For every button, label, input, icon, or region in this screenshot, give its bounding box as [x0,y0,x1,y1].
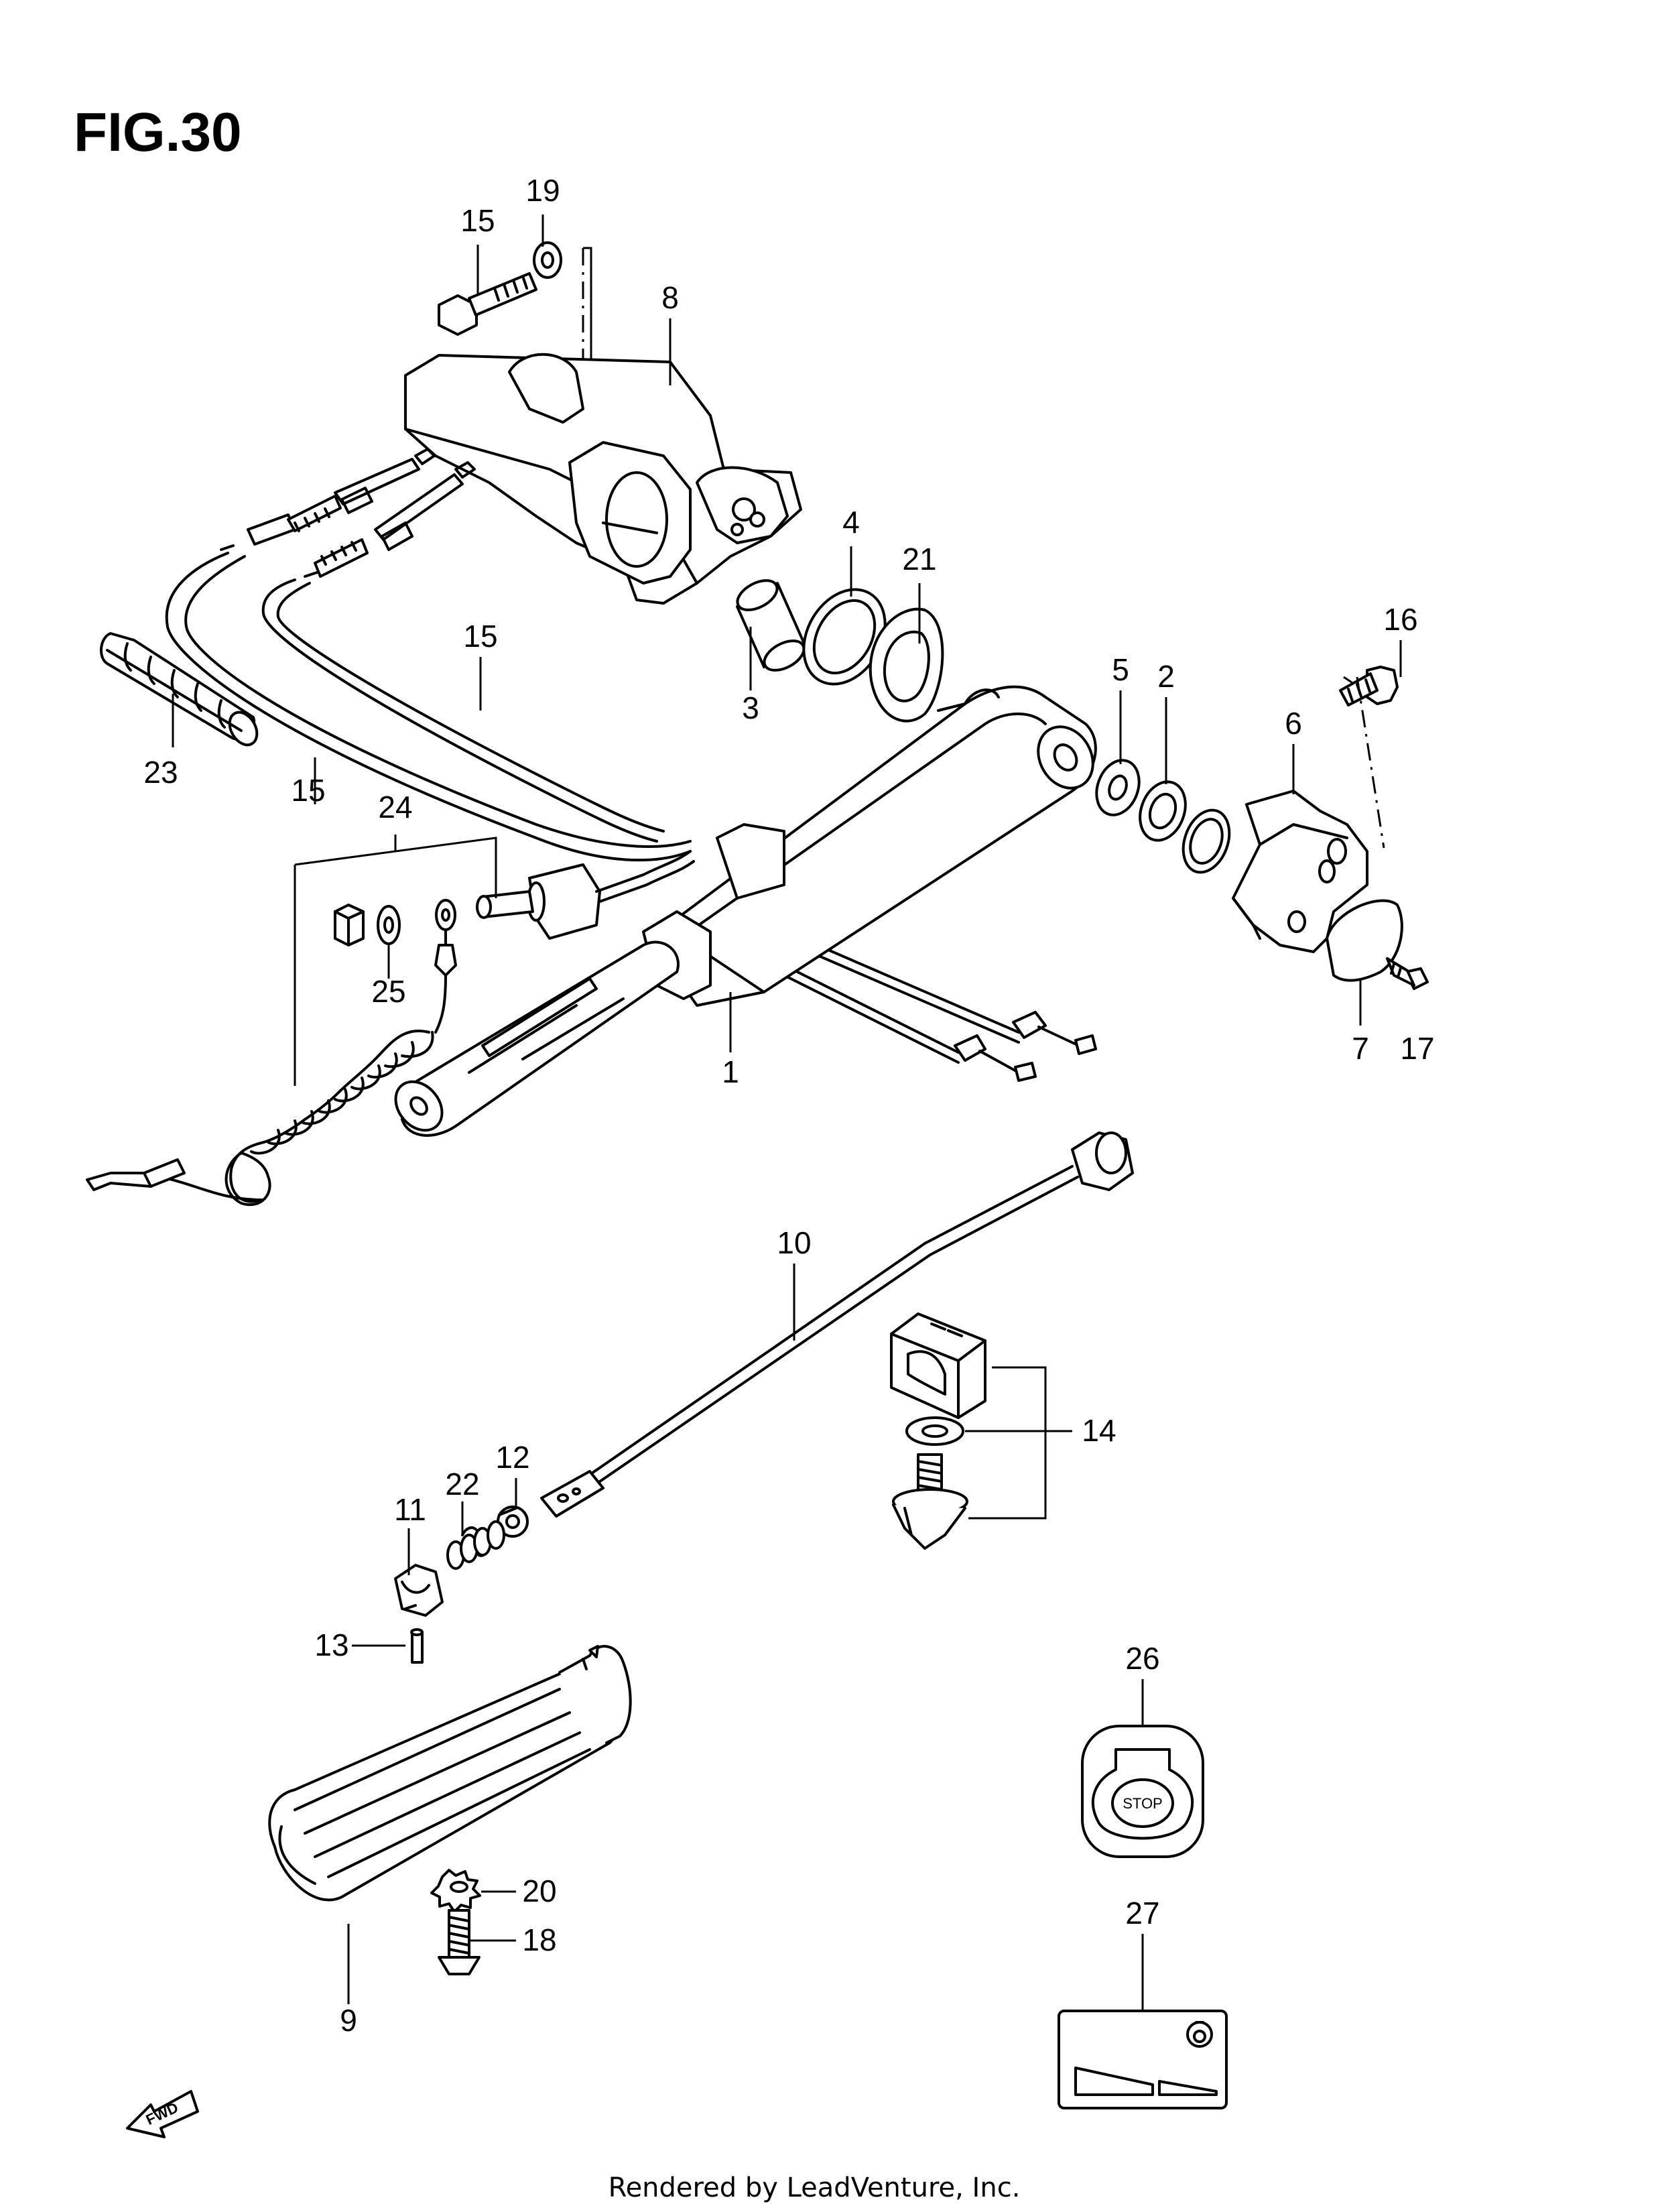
figure-title: FIG.30 [74,102,242,163]
callout-8: 8 [661,280,679,315]
part-26-washer[interactable] [377,905,401,945]
part-9-throttle-grip[interactable] [268,1645,632,1902]
part-3-bushing[interactable] [732,574,808,676]
part-6-pivot-cover[interactable] [1232,790,1368,953]
callout-5: 5 [1112,652,1129,687]
part-2b-washer[interactable] [1175,804,1238,879]
leader-lines [172,214,1402,2011]
part-7-cover-plate[interactable] [1326,899,1403,982]
part-25-nut[interactable] [334,904,365,946]
part-19-screw[interactable] [438,1909,481,1975]
callout-9: 9 [340,2003,357,2038]
callout-13: 13 [314,1627,348,1662]
callout-6: 6 [1285,706,1302,741]
callout-14: 14 [1082,1413,1116,1448]
part-28-throttle-label[interactable] [1058,2010,1228,2109]
part-24-cable-grip[interactable] [99,632,263,750]
callout-3: 3 [742,690,759,725]
stop-text: STOP [1123,1795,1163,1812]
callout-12: 12 [495,1440,529,1475]
dash-axis-17 [1356,676,1385,849]
callout-7: 7 [1352,1031,1369,1066]
callout-20: 19 [525,173,560,208]
callout-28: 27 [1125,1896,1159,1930]
part-25-lanyard[interactable] [86,899,457,1207]
callout-22: 21 [902,542,936,576]
part-14-friction-block[interactable] [890,1312,986,1419]
dash-guide-17 [1343,676,1354,685]
callout-26: 25 [371,974,405,1009]
callout-21: 20 [522,1873,556,1908]
part-5-washer[interactable] [1089,754,1146,820]
part-12-collar[interactable] [497,1506,529,1538]
part-20-washer[interactable] [533,241,562,279]
bracket-14 [965,1366,1072,1520]
callout-15-lower: 15 [291,773,325,808]
callout-18: 17 [1400,1031,1434,1066]
callout-27: 26 [1125,1641,1159,1676]
part-8-tiller-bracket[interactable] [404,353,802,605]
part-4-washer[interactable] [787,575,901,699]
part-17-bolt[interactable] [1339,666,1399,706]
callout-10: 10 [777,1225,811,1260]
callout-4: 4 [842,505,860,540]
callout-19: 18 [522,1922,556,1957]
callout-25: 24 [378,790,412,824]
part-2-bushing[interactable] [1133,776,1194,847]
callout-2: 2 [1157,659,1175,694]
part-1-tiller-handle[interactable] [386,685,1104,1140]
fwd-arrow-icon: FWD [126,2090,199,2138]
part-27-stop-plate[interactable]: STOP [1081,1725,1204,1858]
part-11-nut[interactable] [394,1564,444,1617]
dash-guide-20 [583,247,592,409]
callout-23: 22 [445,1467,479,1501]
callout-15-upper: 15 [463,619,497,654]
footer-credit: Rendered by LeadVenture, Inc. [609,2172,1021,2203]
callout-1: 1 [722,1054,739,1089]
part-21-lock-washer[interactable] [430,1869,481,1913]
part-25-stop-switch[interactable] [476,850,695,940]
part-22-friction-plate[interactable] [869,607,944,723]
part-16-bolt[interactable] [438,272,537,336]
callout-24: 23 [143,755,178,790]
callout-17: 16 [1383,602,1417,637]
part-13-pin[interactable] [410,1628,424,1664]
callout-11: 11 [394,1492,426,1527]
part-14-adjust-bolt[interactable] [892,1453,968,1550]
part-18-screw[interactable] [1386,957,1429,990]
bracket-25 [294,837,497,1086]
callout-labels: 15 19 8 4 21 3 5 2 6 16 7 17 1 15 15 23 … [143,173,1434,2038]
callout-16: 15 [460,203,495,238]
part-10-throttle-shaft[interactable] [540,1131,1134,1518]
part-23-spring[interactable] [446,1520,505,1570]
part-14-washer[interactable] [905,1416,964,1446]
